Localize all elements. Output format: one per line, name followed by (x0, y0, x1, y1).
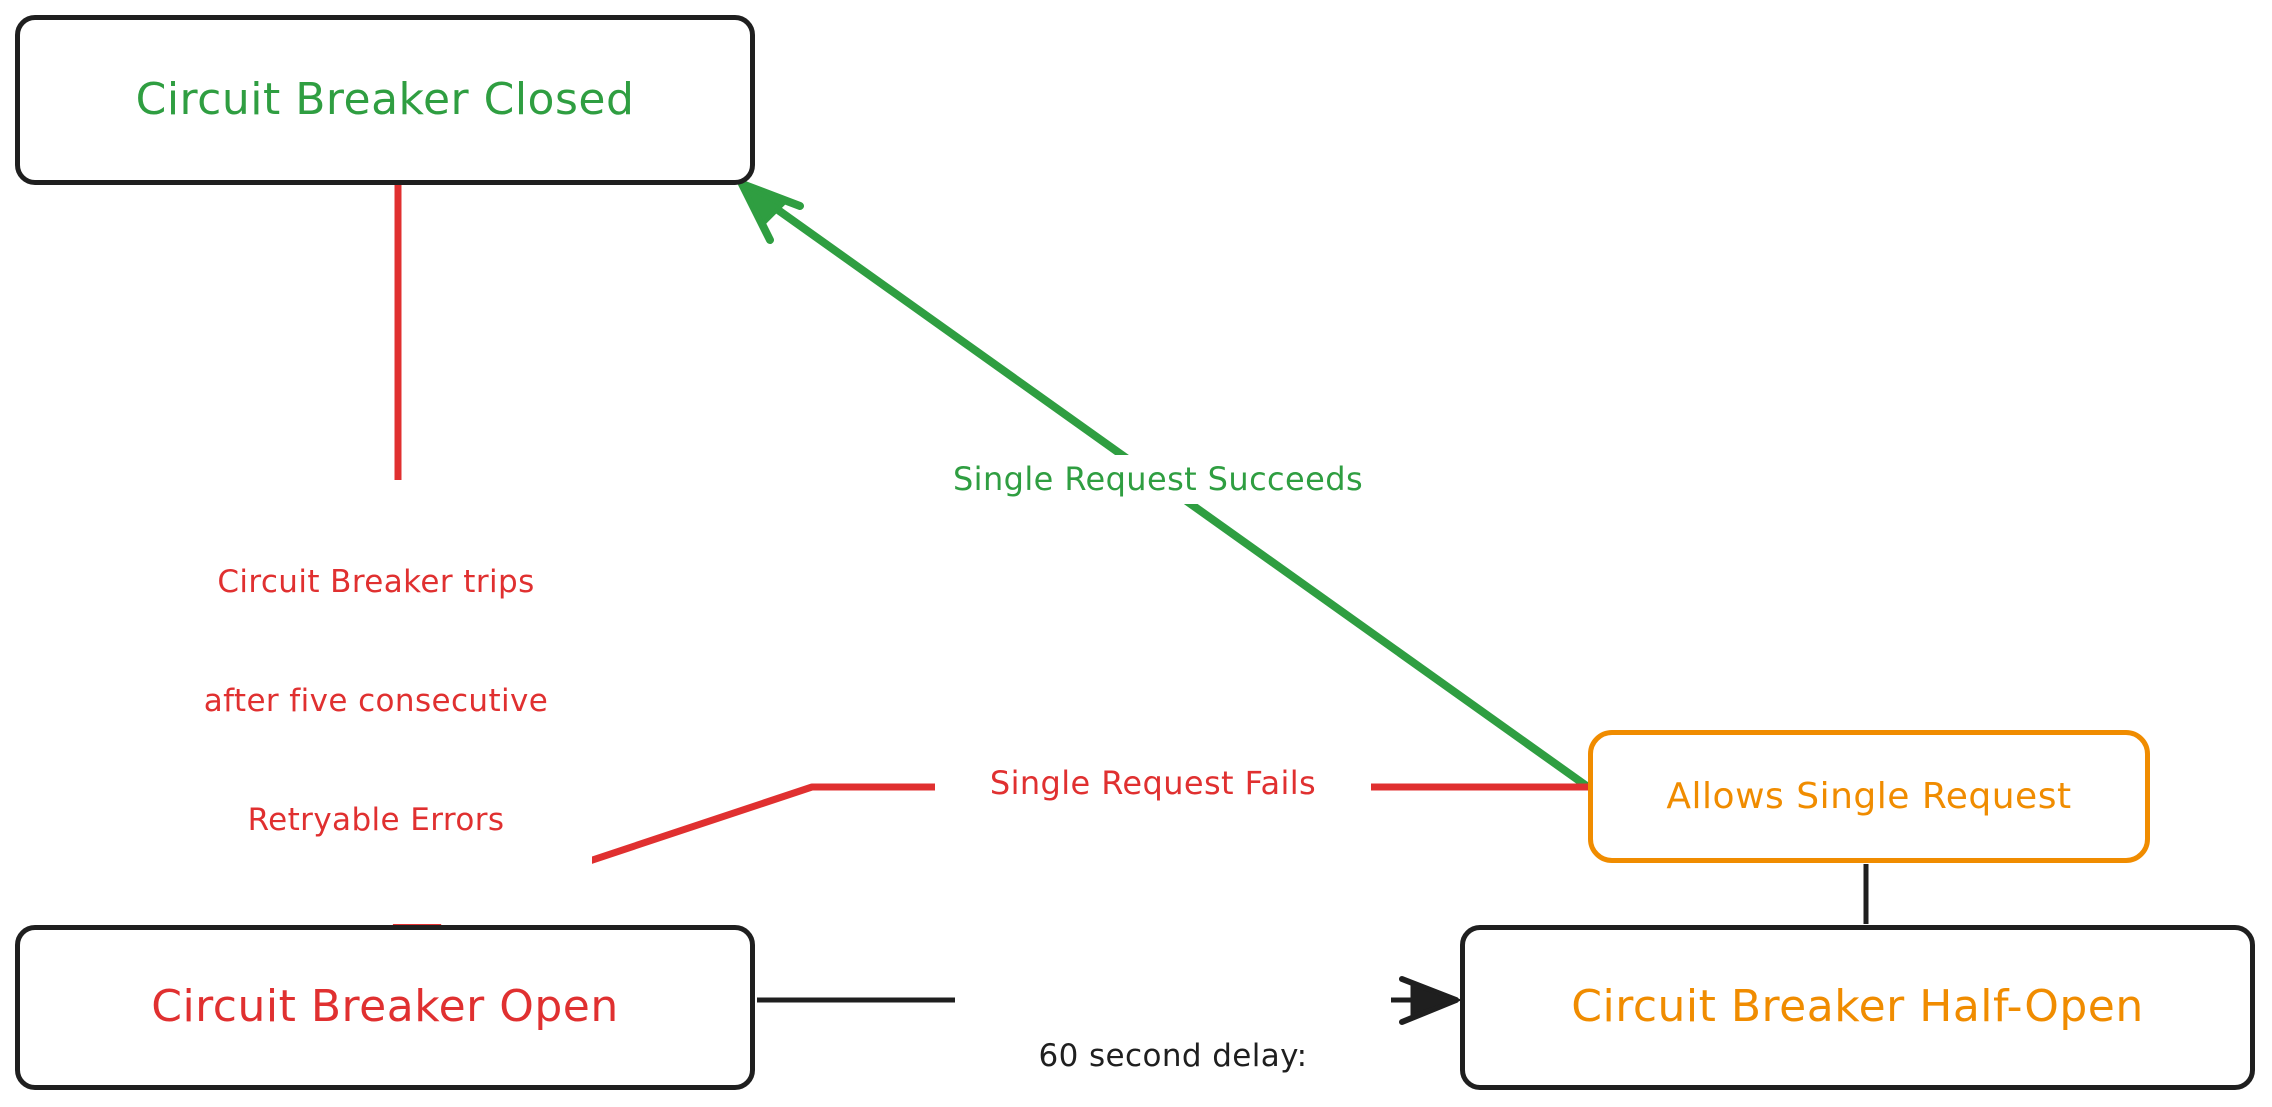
node-circuit-breaker-open-label: Circuit Breaker Open (151, 981, 619, 1033)
edge-label-trips-line-2: after five consecutive (203, 683, 549, 720)
edge-label-delay-line-1: 60 second delay: (1038, 1038, 1308, 1075)
edge-label-circuit-breaker-trips: Circuit Breaker trips after five consecu… (160, 480, 592, 925)
node-circuit-breaker-closed-label: Circuit Breaker Closed (135, 73, 635, 125)
edge-label-single-request-fails: Single Request Fails (935, 760, 1371, 807)
node-circuit-breaker-open[interactable]: Circuit Breaker Open (15, 925, 755, 1090)
node-circuit-breaker-half-open[interactable]: Circuit Breaker Half-Open (1460, 925, 2255, 1090)
node-allows-single-request-label: Allows Single Request (1666, 775, 2072, 817)
node-circuit-breaker-half-open-label: Circuit Breaker Half-Open (1571, 981, 2144, 1033)
edge-label-sixty-second-delay: 60 second delay: No requests allowed (955, 955, 1391, 1107)
node-allows-single-request[interactable]: Allows Single Request (1588, 730, 2150, 863)
edge-label-single-request-succeeds: Single Request Succeeds (900, 455, 1416, 504)
edge-label-trips-line-3: Retryable Errors (247, 802, 505, 839)
edge-label-trips-line-1: Circuit Breaker trips (217, 564, 535, 601)
node-circuit-breaker-closed[interactable]: Circuit Breaker Closed (15, 15, 755, 185)
